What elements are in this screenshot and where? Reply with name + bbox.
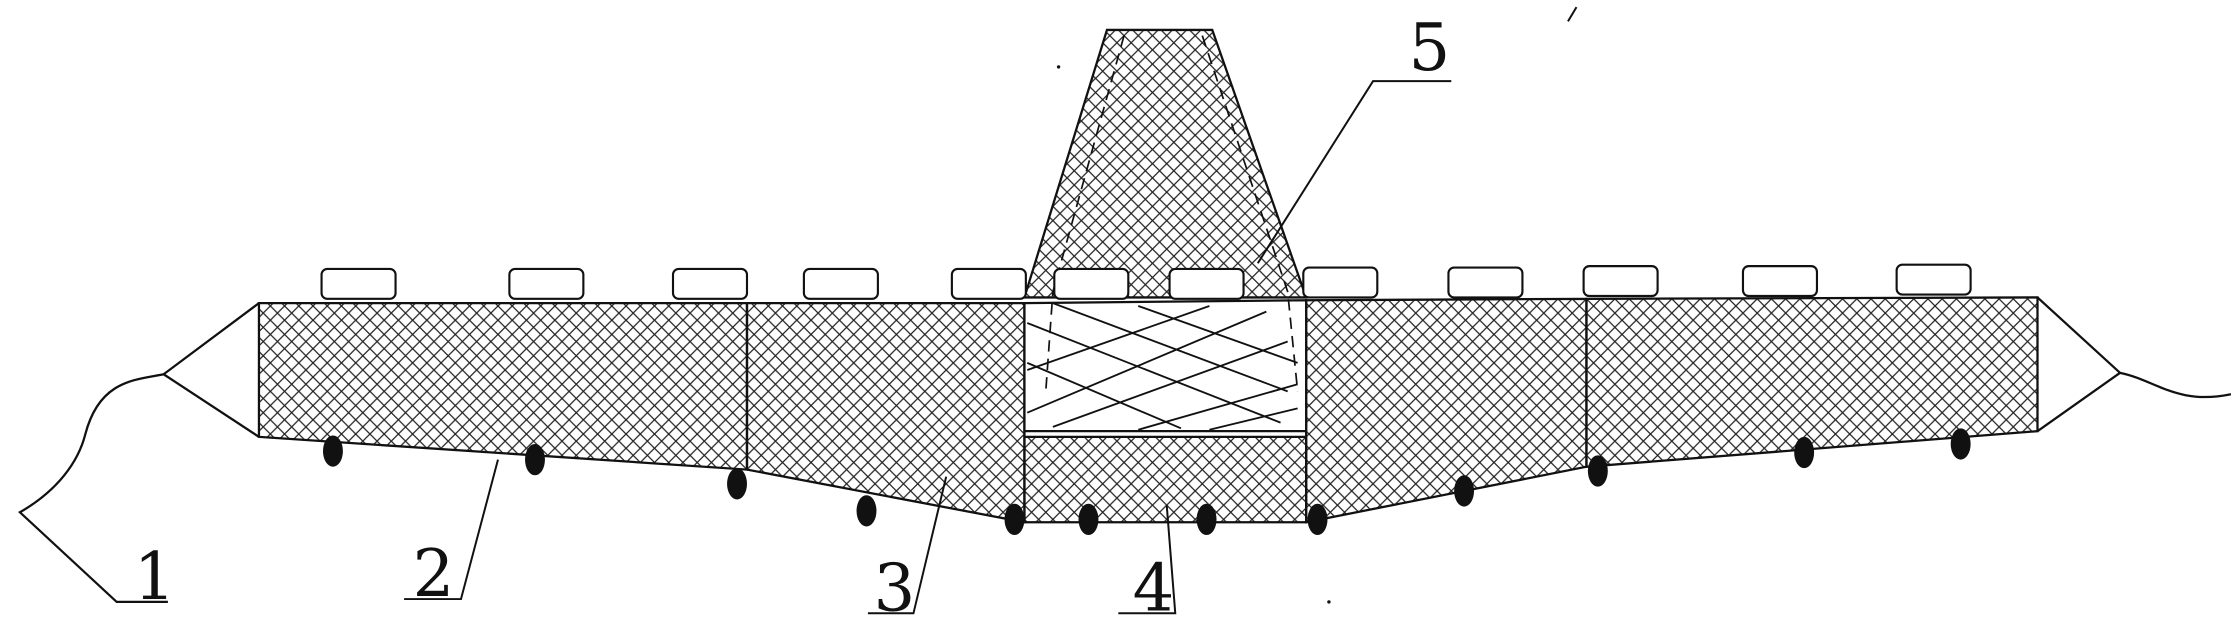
large-mesh-lines (1026, 302, 1298, 431)
callout-1: 1 (134, 539, 176, 615)
wing-net-panel-right-outer (1585, 296, 2039, 468)
callout-2: 2 (413, 536, 455, 612)
codend-panel (1023, 435, 1308, 524)
right-rope (2119, 371, 2231, 399)
corner-mark (1567, 6, 1578, 22)
right-wing-connector (2036, 296, 2122, 433)
dashed-guides (1044, 35, 1299, 392)
wing-net-panel-right-inner (1305, 297, 1588, 524)
center-large-mesh (1023, 299, 1308, 433)
wing-net-panel-left-inner (745, 301, 1026, 524)
left-wing-connector (161, 302, 260, 438)
callout-5: 5 (1409, 10, 1451, 86)
stray-dot-bottom (1327, 600, 1331, 604)
callout-4: 4 (1133, 550, 1175, 626)
callout-3: 3 (874, 550, 916, 626)
left-rope (18, 373, 168, 604)
floats (320, 263, 1972, 300)
sinkers (322, 428, 1971, 536)
stray-dot-top (1056, 65, 1061, 69)
upper-bag-panel (1022, 28, 1308, 299)
leader-lines (404, 80, 1452, 615)
